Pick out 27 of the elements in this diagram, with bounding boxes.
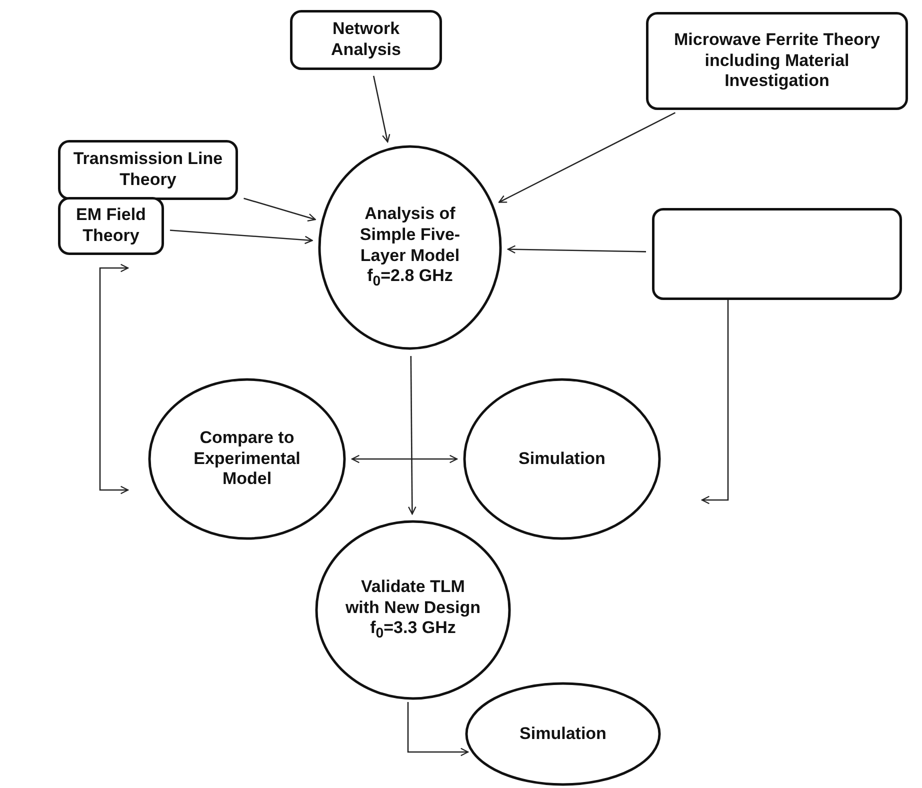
input-box — [646, 12, 908, 110]
input-box — [290, 10, 442, 70]
node-label: EM Field Theory — [75, 205, 147, 247]
node-label: Validate TLM with New Design f$_{0}$=3.3 GHz — [344, 576, 482, 644]
node-label: Simulation — [518, 448, 606, 470]
arrow — [498, 112, 676, 203]
process-ellipse — [315, 520, 511, 700]
process-ellipse — [318, 145, 502, 350]
node-label: Microwave Ferrite Theory including Material Investigation — [673, 30, 881, 92]
arrow — [408, 356, 416, 515]
process-ellipse — [463, 378, 661, 540]
node-label: Analysis of Simple Five-Layer Model f$_{0}$=2.8 GHz — [358, 204, 462, 291]
arrow — [407, 702, 469, 756]
process-ellipse — [465, 682, 661, 786]
input-box — [58, 197, 164, 255]
arrow — [351, 454, 458, 464]
arrow — [372, 76, 390, 142]
input-box — [652, 208, 902, 300]
node-label: Compare to Experimental Model — [192, 428, 302, 490]
input-box — [58, 140, 238, 200]
arrow — [507, 245, 646, 254]
arrow — [170, 230, 313, 244]
node-label: Network Analysis — [330, 19, 402, 61]
node-label: Simulation — [518, 724, 608, 744]
arrow — [244, 198, 316, 222]
process-ellipse — [148, 378, 346, 540]
node-label: Transmission Line Theory — [72, 149, 224, 191]
